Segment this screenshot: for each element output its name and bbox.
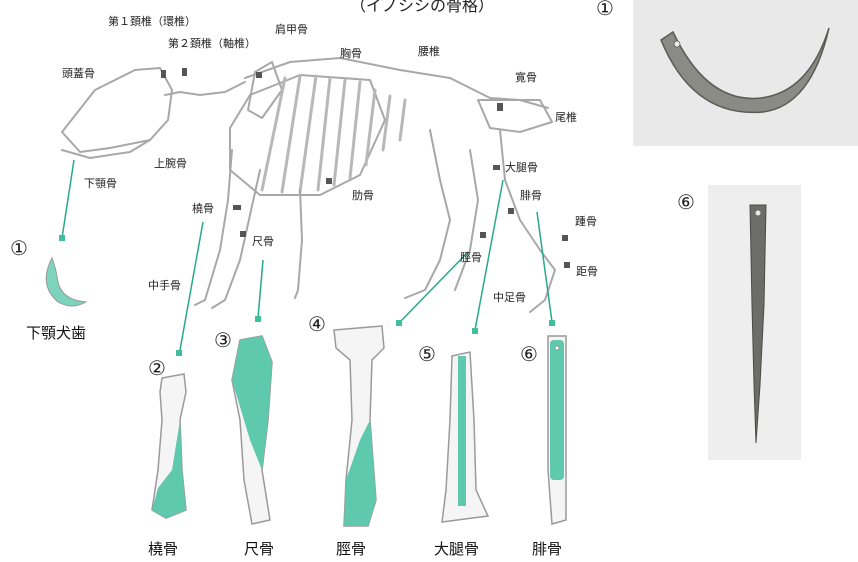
- photo-marker-6: ⑥: [677, 192, 695, 212]
- photo-fibula-artifact: [708, 185, 801, 460]
- label-atlas: 第１頚椎（環椎）: [108, 16, 196, 27]
- femur-bone: [442, 352, 488, 522]
- label-rib: 肋骨: [352, 190, 374, 201]
- hind-leg-left: [405, 130, 450, 298]
- label-metatarsal: 中足骨: [493, 292, 526, 303]
- label-fibula: 腓骨: [520, 190, 542, 201]
- label-humerus: 上腕骨: [154, 158, 187, 169]
- partial-title: （イノシシの骨格）: [350, 0, 494, 14]
- artifact-name-ulna: 尺骨: [244, 542, 274, 557]
- canine-artifact-photo-image: [633, 0, 858, 146]
- artifact-name-fibula: 腓骨: [532, 542, 562, 557]
- fibula-bone: [548, 336, 566, 524]
- neck-vertebrae: [165, 82, 245, 95]
- label-thoracic: 胸骨: [340, 48, 362, 59]
- marker-5: ⑤: [418, 344, 436, 364]
- label-tibia: 脛骨: [460, 252, 482, 263]
- photo-marker-1: ①: [596, 0, 614, 18]
- label-talus: 距骨: [576, 266, 598, 277]
- label-scapula: 肩甲骨: [275, 24, 308, 35]
- radius-bone: [152, 374, 186, 518]
- artifact-name-radius: 橈骨: [148, 542, 178, 557]
- label-ulna: 尺骨: [252, 236, 274, 247]
- label-axis: 第２頚椎（軸椎）: [168, 38, 256, 49]
- fibula-artifact-photo-image: [708, 185, 801, 460]
- tibia-bone: [334, 326, 384, 526]
- label-femur: 大腿骨: [505, 162, 538, 173]
- marker-4: ④: [308, 314, 326, 334]
- label-skull: 頭蓋骨: [62, 68, 95, 79]
- artifact-name-tibia: 脛骨: [336, 542, 366, 557]
- artifact-name-femur: 大腿骨: [434, 542, 479, 557]
- label-tail: 尾椎: [555, 112, 577, 123]
- skull-outline: [62, 68, 172, 152]
- hind-leg-mid: [455, 150, 478, 290]
- marker-3: ③: [214, 330, 232, 350]
- photo-canine-artifact: [633, 0, 858, 146]
- marker-1: ①: [10, 238, 28, 258]
- label-calcaneus: 踵骨: [575, 216, 597, 227]
- ulna-bone: [232, 336, 272, 524]
- marker-6: ⑥: [520, 344, 538, 364]
- label-radius: 橈骨: [192, 203, 214, 214]
- pelvis-outline: [478, 100, 552, 132]
- marker-2: ②: [148, 358, 166, 378]
- label-lumbar: 腰椎: [418, 46, 440, 57]
- label-mandible: 下顎骨: [84, 178, 117, 189]
- front-leg-left: [195, 150, 232, 305]
- label-pelvis: 寛骨: [515, 72, 537, 83]
- front-leg-mid: [295, 190, 302, 298]
- artifact-name-canine: 下顎犬歯: [26, 326, 86, 341]
- label-metacarpal: 中手骨: [148, 280, 181, 291]
- canine-tool-shape: [46, 258, 86, 306]
